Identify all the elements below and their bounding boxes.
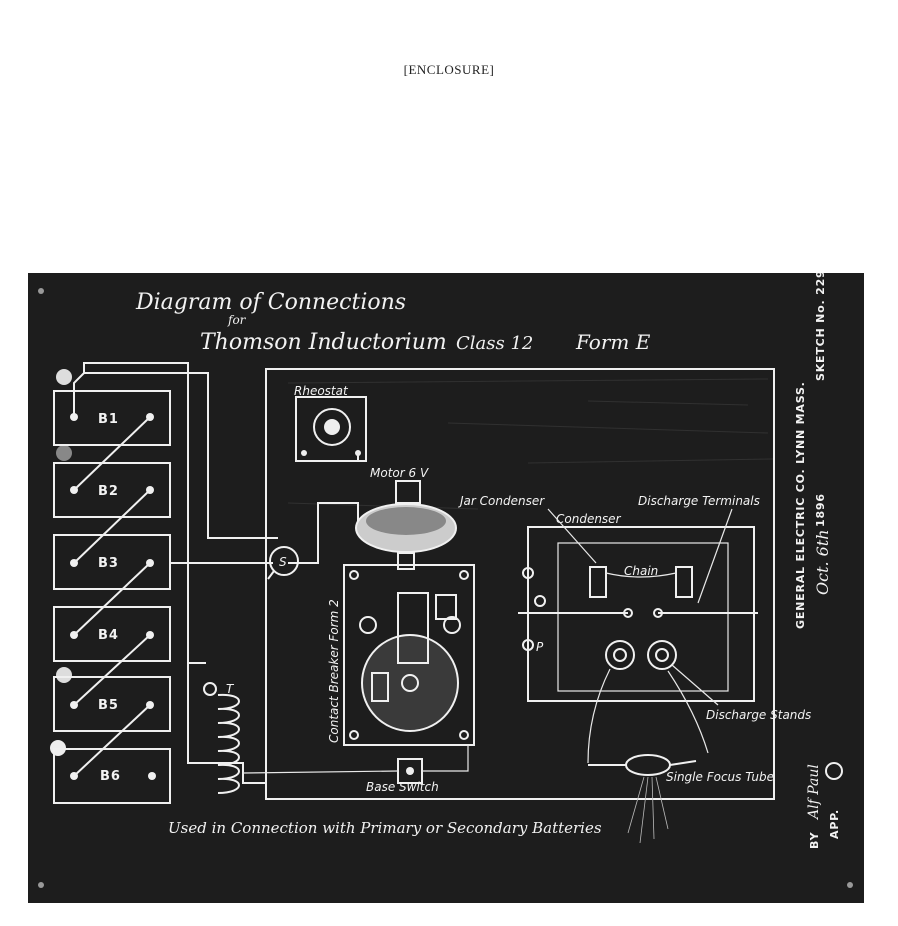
blueprint-board: Diagram of Connections for Thomson Induc…	[28, 273, 864, 903]
enclosure-heading: [ENCLOSURE]	[403, 62, 495, 77]
series-links	[73, 416, 151, 777]
svg-text:S: S	[279, 555, 287, 569]
signature: Alf Paul	[806, 764, 822, 821]
motor: Motor 6 V	[355, 466, 457, 570]
svg-text:B2: B2	[98, 484, 119, 499]
battery-b3: B3	[53, 534, 171, 590]
svg-text:B6: B6	[100, 769, 121, 784]
coil-t: T	[203, 682, 240, 794]
svg-text:B3: B3	[98, 556, 119, 571]
svg-text:Motor 6 V: Motor 6 V	[370, 466, 429, 480]
footer-note: Used in Connection with Primary or Secon…	[168, 819, 602, 837]
app-label: APP.	[828, 809, 841, 839]
svg-text:Base Switch: Base Switch	[366, 780, 439, 794]
by-label: BY	[808, 831, 821, 849]
svg-text:Condenser: Condenser	[556, 512, 622, 526]
svg-text:Chain: Chain	[624, 564, 658, 578]
discharge-terminals: Discharge Terminals P	[518, 494, 760, 654]
discharge-stands: Discharge Stands	[605, 640, 811, 722]
battery-b2: B2	[53, 462, 171, 518]
svg-text:B4: B4	[98, 628, 119, 643]
rheostat: Rheostat	[294, 384, 367, 462]
inductorium-base	[265, 368, 775, 800]
title-class: Class 12	[456, 333, 533, 354]
title-line2: Thomson Inductorium	[200, 330, 447, 355]
battery-b6: B6	[53, 748, 171, 804]
sketch-year: 1896	[814, 493, 827, 527]
svg-text:Rheostat: Rheostat	[294, 384, 349, 398]
svg-text:Jar Condenser: Jar Condenser	[458, 494, 545, 508]
svg-text:B5: B5	[98, 698, 119, 713]
title-for: for	[227, 313, 247, 327]
sketch-number: SKETCH No. 2295	[814, 273, 827, 381]
svg-text:T: T	[226, 682, 235, 696]
title-form: Form E	[575, 330, 651, 354]
contact-breaker: Contact Breaker Form 2	[327, 564, 475, 746]
switch: S	[267, 546, 299, 580]
svg-text:Discharge Terminals: Discharge Terminals	[638, 494, 760, 508]
svg-text:Contact Breaker Form 2: Contact Breaker Form 2	[327, 599, 341, 743]
svg-text:Single Focus Tube: Single Focus Tube	[666, 770, 774, 784]
connection-diagram: Diagram of Connections for Thomson Induc…	[38, 273, 853, 888]
sketch-date: Oct. 6th	[813, 529, 832, 595]
svg-text:Discharge Stands: Discharge Stands	[706, 708, 811, 722]
battery-b4: B4	[53, 606, 171, 662]
battery-b5: B5	[53, 676, 171, 732]
base-switch: Base Switch	[242, 745, 469, 794]
company-name: GENERAL ELECTRIC CO. LYNN MASS.	[794, 381, 807, 629]
jar-condensers: Jar Condenser Chain	[458, 494, 693, 598]
svg-text:P: P	[536, 640, 544, 654]
approval-mark-icon	[825, 762, 843, 780]
battery-b1: B1	[53, 390, 171, 446]
main-wiring	[73, 362, 359, 784]
title-line1: Diagram of Connections	[135, 290, 406, 315]
focus-tube: Single Focus Tube	[587, 668, 774, 844]
svg-text:B1: B1	[98, 412, 119, 427]
